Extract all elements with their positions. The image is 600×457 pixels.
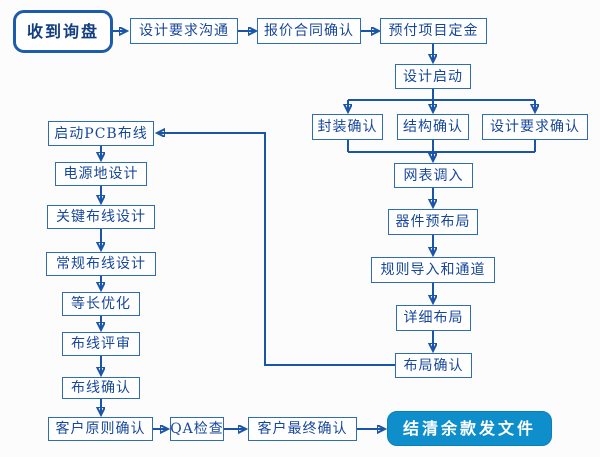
connector-loopback [158,133,395,366]
node-quote-contract-confirm: 报价合同确认 [257,18,361,44]
node-pcb-routing-start: 启动PCB布线 [48,121,154,146]
node-detailed-layout: 详细布局 [396,305,471,331]
node-routing-confirm: 布线确认 [62,377,140,399]
node-design-start: 设计启动 [395,64,471,89]
node-inquiry-received: 收到询盘 [13,10,113,53]
node-client-final-confirm: 客户最终确认 [248,417,357,441]
node-design-req-communication: 设计要求沟通 [130,18,238,44]
node-qa-check: QA检查 [170,417,224,441]
node-client-principle-confirm: 客户原则确认 [48,417,153,441]
node-layout-confirm: 布局确认 [395,353,472,378]
node-critical-routing-design: 关键布线设计 [47,205,155,229]
node-design-req-confirm: 设计要求确认 [482,114,588,140]
node-final-payment-delivery: 结清余款发文件 [387,411,552,446]
node-equal-length-optimization: 等长优化 [62,292,140,316]
node-routing-review: 布线评审 [62,332,140,356]
node-prepay-deposit: 预付项目定金 [380,18,487,44]
node-rules-import-channel: 规则导入和通道 [371,257,495,283]
node-power-ground-design: 电源地设计 [55,162,147,186]
node-package-confirm: 封装确认 [312,114,383,140]
node-normal-routing-design: 常规布线设计 [46,252,156,276]
node-structure-confirm: 结构确认 [397,114,469,140]
node-netlist-import: 网表调入 [394,163,473,188]
node-component-preplacement: 器件预布局 [388,209,478,235]
